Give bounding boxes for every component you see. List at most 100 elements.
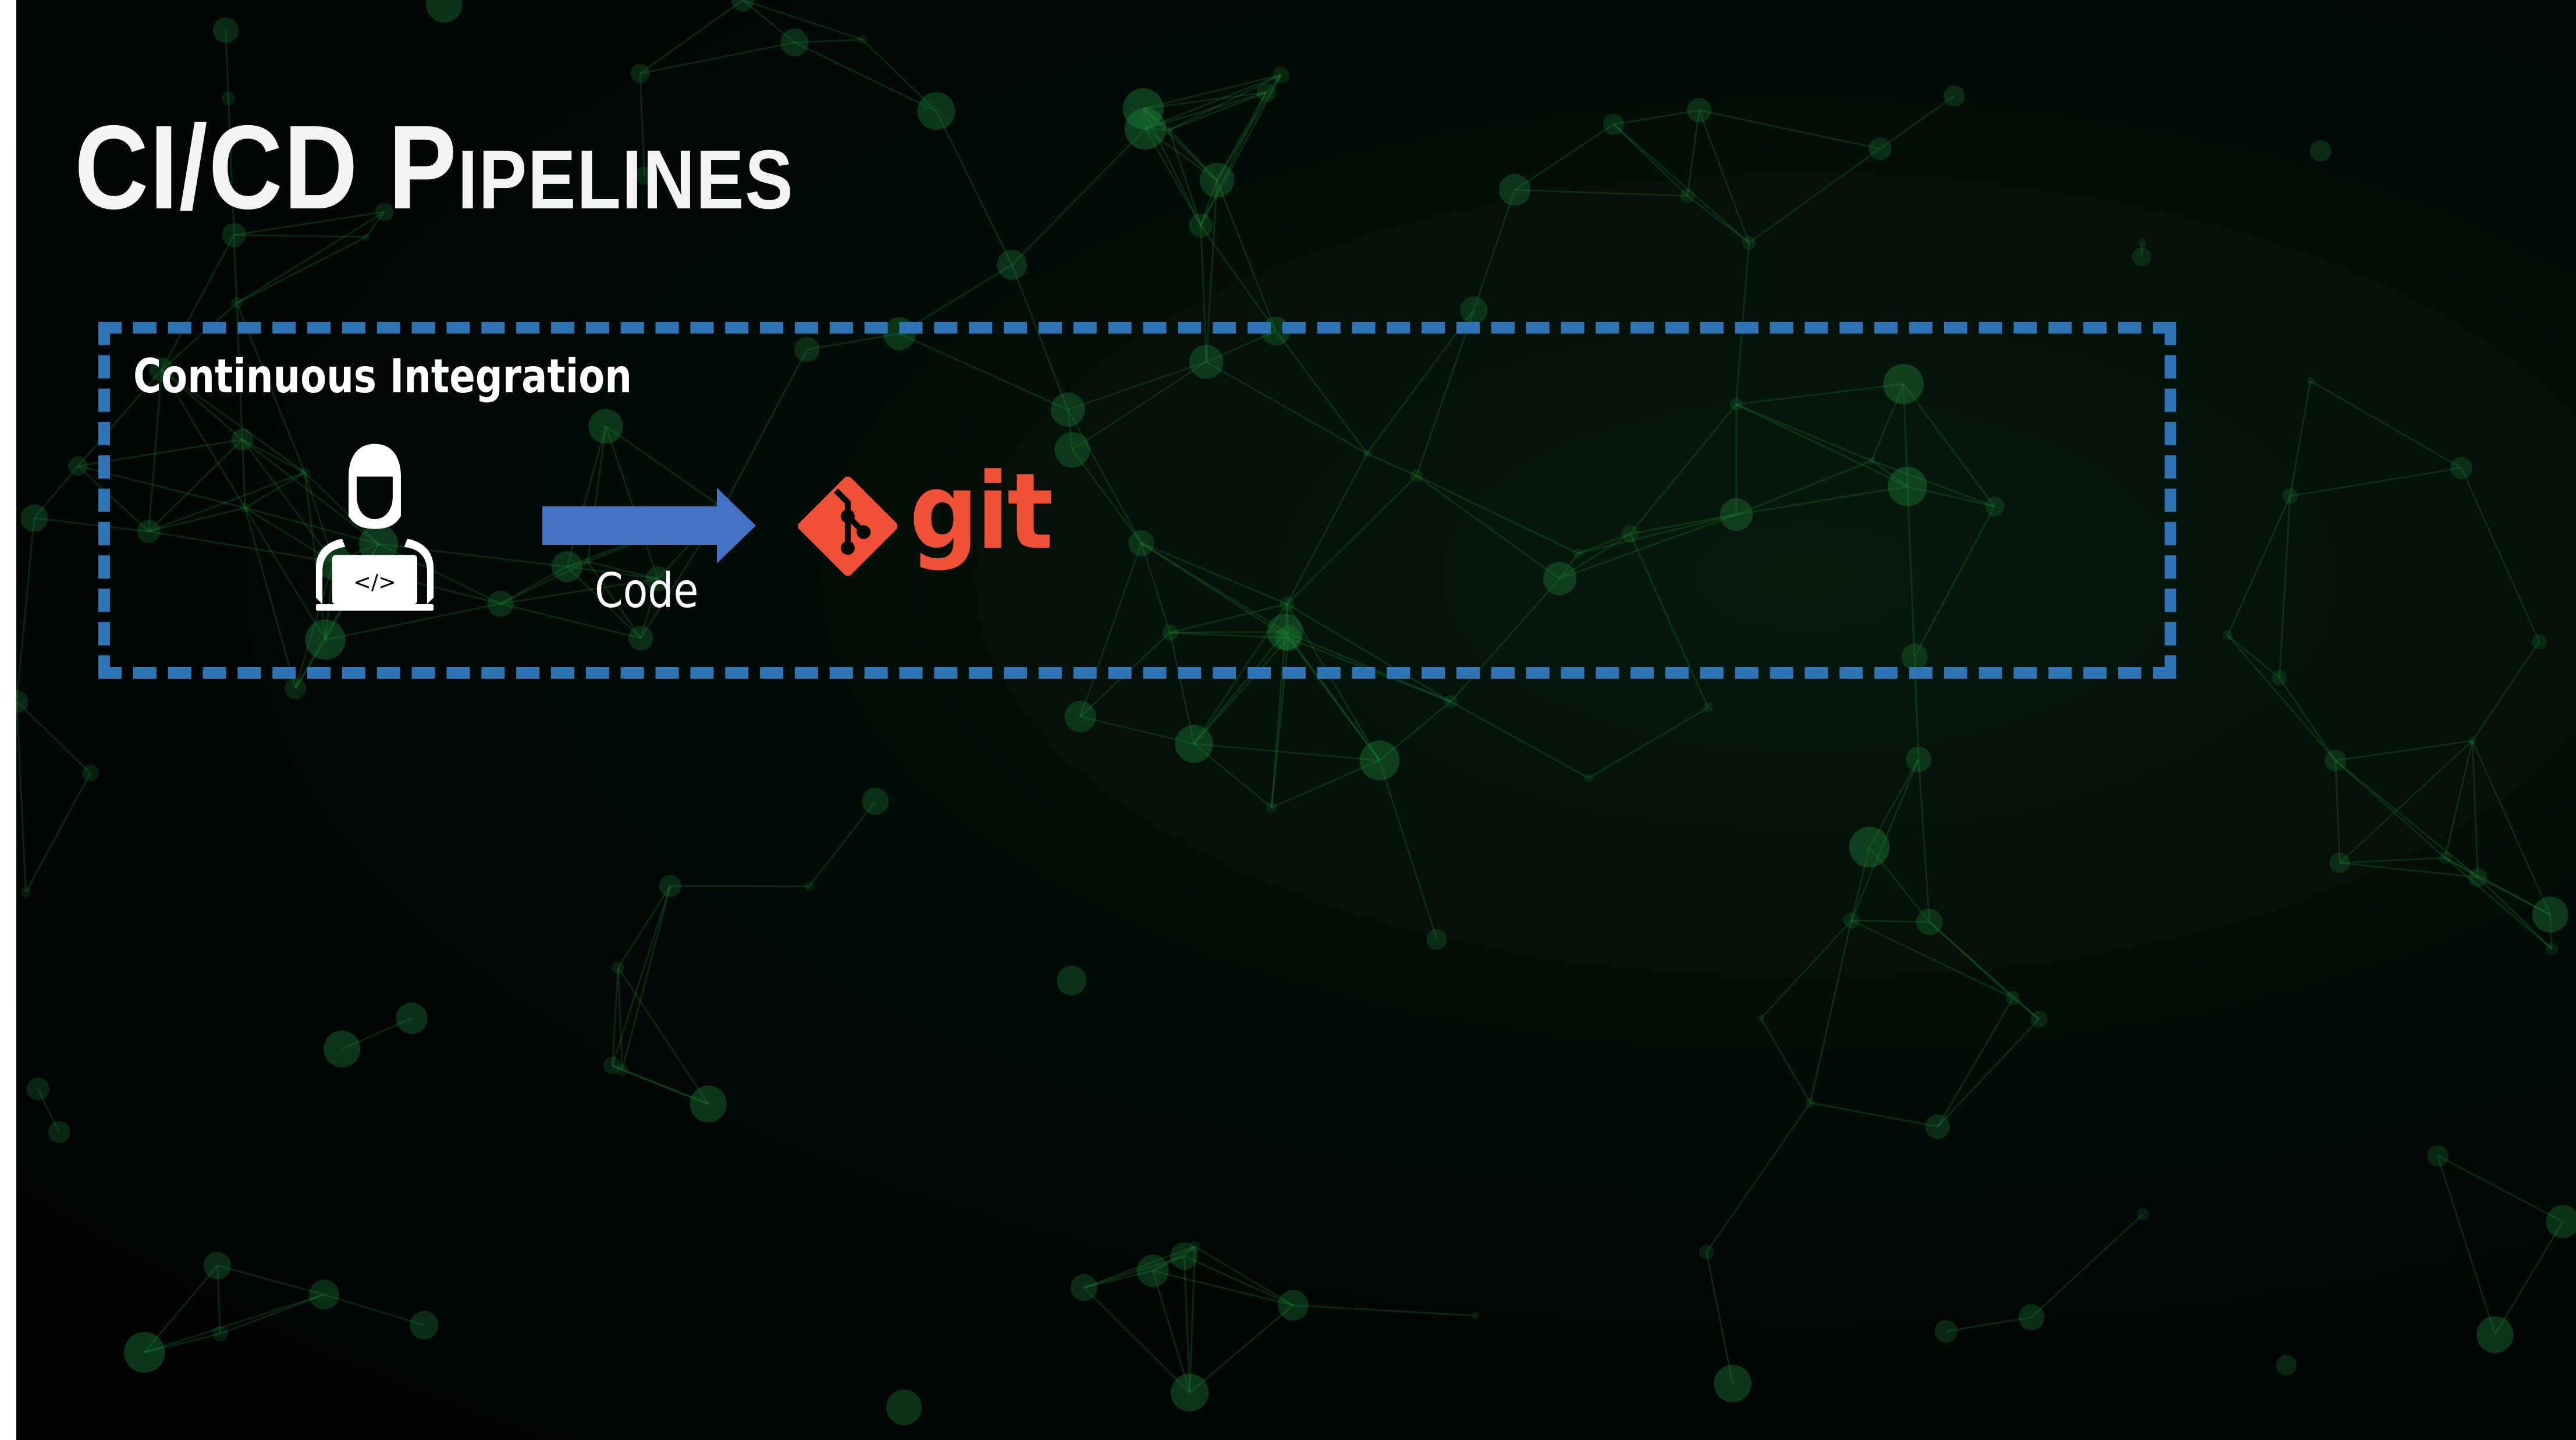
network-link [1416, 475, 1579, 554]
network-node [1189, 1241, 1200, 1252]
network-link [2335, 760, 2446, 859]
network-link [742, 0, 863, 41]
network-link [34, 517, 149, 533]
network-link [1011, 264, 1069, 410]
network-link [1216, 91, 1267, 181]
network-link [1937, 997, 2014, 1127]
network-link [1937, 1019, 2040, 1127]
network-link [1810, 1102, 1938, 1128]
network-link [244, 507, 326, 640]
network-node [1444, 695, 1458, 708]
network-link [1200, 225, 1277, 332]
network-link [1871, 460, 1995, 508]
network-node [630, 63, 650, 83]
network-link [144, 1333, 221, 1353]
network-node [1849, 827, 1890, 868]
network-link [16, 701, 27, 892]
network-link [1473, 189, 1516, 311]
network-link [1284, 631, 1380, 761]
network-link [1080, 715, 1195, 745]
network-link [639, 73, 645, 176]
network-node [137, 519, 161, 543]
network-link [1194, 1246, 1294, 1306]
network-link [1588, 707, 1709, 779]
network-link [1083, 1287, 1191, 1393]
network-link [1416, 310, 1475, 476]
network-node [2546, 1205, 2576, 1239]
git-logo-text: git [909, 451, 1053, 573]
network-link [241, 439, 335, 563]
network-link [342, 1017, 413, 1050]
network-link [234, 234, 367, 238]
network-link [605, 425, 659, 580]
network-node [1868, 137, 1892, 161]
network-link [1293, 1304, 1476, 1317]
network-node [1070, 1274, 1097, 1301]
network-link [161, 369, 243, 441]
network-link [1143, 74, 1281, 110]
network-link [1140, 542, 1288, 605]
network-link [605, 425, 724, 509]
network-node [1161, 624, 1178, 641]
network-link [1168, 129, 1218, 181]
network-node [212, 1326, 228, 1342]
network-link [241, 439, 379, 545]
network-link [1577, 533, 1631, 555]
network-node [917, 92, 955, 130]
network-node [1278, 1290, 1309, 1321]
right-arrow-icon [542, 488, 756, 563]
network-node [1843, 912, 1860, 929]
network-link [1613, 123, 1750, 244]
network-link [621, 1069, 709, 1105]
network-link [244, 506, 379, 545]
network-link [1200, 179, 1218, 226]
network-node [1573, 548, 1583, 559]
network-link [1183, 1256, 1191, 1393]
network-link [2335, 760, 2341, 863]
network-link [324, 1293, 425, 1326]
svg-text:</>: </> [353, 570, 396, 595]
network-link [1145, 128, 1202, 226]
network-link [1193, 631, 1287, 744]
network-link [148, 439, 243, 533]
network-link [77, 465, 150, 533]
network-node [2306, 377, 2315, 385]
network-link [219, 1293, 325, 1335]
network-link [1736, 383, 1904, 406]
network-link [1735, 403, 1873, 462]
network-link [1270, 632, 1287, 808]
network-link [617, 967, 623, 1070]
network-link [241, 439, 246, 508]
network-node [612, 961, 624, 974]
network-node [2018, 1304, 2045, 1331]
network-link [2309, 379, 2462, 469]
network-node [2309, 140, 2332, 162]
network-node [16, 690, 29, 714]
network-link [1206, 361, 1368, 455]
network-link [1514, 123, 1614, 191]
network-node [690, 1085, 727, 1123]
network-link [1270, 638, 1289, 808]
network-link [1216, 74, 1282, 181]
network-link [2339, 861, 2478, 878]
network-node [1883, 364, 1924, 405]
network-node [1805, 1098, 1815, 1108]
network-link [2279, 677, 2337, 761]
network-link [1907, 485, 1995, 508]
network-link [1698, 109, 1750, 243]
network-link [33, 465, 79, 519]
network-link [1079, 542, 1142, 717]
network-node [410, 1311, 439, 1340]
network-link [1168, 129, 1202, 226]
network-link [1189, 1304, 1294, 1393]
network-link [1286, 475, 1417, 605]
network-node [358, 524, 399, 564]
network-node [1054, 432, 1090, 468]
network-link [217, 1264, 325, 1296]
network-link [1193, 743, 1380, 761]
network-link [1851, 919, 2014, 999]
network-link [1613, 109, 1700, 126]
network-background [16, 0, 2576, 1425]
network-link [1686, 110, 1700, 196]
network-node [1124, 108, 1167, 150]
